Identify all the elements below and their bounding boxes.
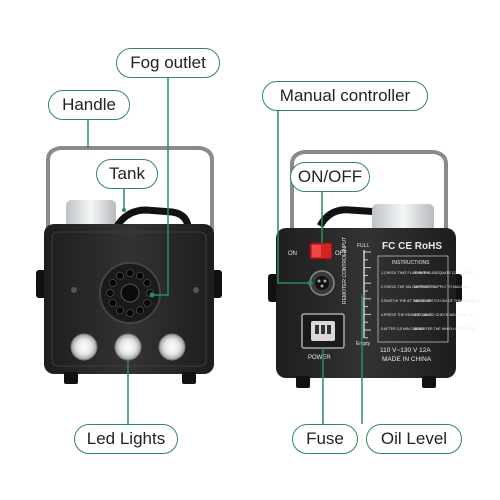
instruction-line: 1.CHECK THAT FLUID IN THE (381, 271, 431, 275)
instruction-line: BRIGHTER THE WHICH OPERATED. (414, 327, 475, 331)
manual-controller-input[interactable] (309, 270, 335, 296)
grille-hole (106, 288, 115, 297)
instruction-line: MAINS SWITCH ON OF THE MACHINE. (414, 299, 480, 303)
grille-hole (116, 271, 125, 280)
svg-text:Empty: Empty (356, 341, 371, 347)
oil-level-label: Oil Level (366, 424, 462, 454)
fuse-socket (301, 313, 345, 349)
instruction-line: 2.CHECK THE MA CORRECT TO (381, 285, 436, 289)
instructions-title: INSTRUCTIONS (392, 260, 430, 266)
instruction-line: 3.SWITCH THE AT THE REAR (381, 299, 431, 303)
manual-controller-label: Manual controller (262, 81, 428, 111)
back-handle (290, 150, 448, 232)
oil-level-gauge: FULL Empty (356, 243, 371, 347)
made-in-text: MADE IN CHINA (382, 356, 432, 363)
instruction-line: 5.AFTER 3-5 MIN CAN BE (381, 327, 425, 331)
svg-text:FULL: FULL (357, 243, 369, 249)
front-handle (46, 146, 214, 232)
switch-off-text: OFF (335, 251, 347, 257)
front-hose (112, 206, 192, 230)
grille-hole (108, 278, 117, 287)
on-off-label: ON/OFF (290, 162, 370, 192)
tank-label: Tank (96, 159, 158, 189)
back-machine: ON OFF REMOTER CONTROL INPUT POWER FULL (268, 150, 480, 388)
led-light (114, 333, 142, 361)
fog-outlet-grille (99, 262, 161, 324)
grille-hole (116, 306, 125, 315)
grille-hole (126, 308, 135, 317)
instruction-line: 4.PRESS THE REMOTE,LANDI (381, 313, 432, 317)
grille-hole (135, 271, 144, 280)
led-lights-label: Led Lights (74, 424, 178, 454)
led-light (158, 333, 186, 361)
fog-outlet-label: Fog outlet (116, 48, 220, 78)
certifications-text: FC CE RoHS (382, 241, 442, 252)
grille-hole (126, 268, 135, 277)
back-tank (372, 204, 434, 232)
voltage-text: 110 V~130 V 12A (380, 347, 431, 354)
grille-hole (143, 278, 152, 287)
front-machine (36, 146, 222, 384)
instruction-line: BUTTON TO CHECK WILL HEAT UP. (414, 313, 474, 317)
switch-on-text: ON (288, 251, 297, 257)
fuse-label: Fuse (292, 424, 358, 454)
remote-input-text: REMOTER CONTROL INPUT (342, 237, 348, 304)
handle-label: Handle (48, 90, 130, 120)
grille-hole (143, 298, 152, 307)
led-lights-group (70, 333, 186, 361)
front-tank (66, 200, 116, 228)
instruction-line: THERE IS ADEQUATE CONSUMED. (414, 271, 474, 275)
power-text: POWER (308, 355, 331, 361)
grille-hole (108, 298, 117, 307)
led-light (70, 333, 98, 361)
instruction-line: MATCHES SUPPLY TO MACHINE. (414, 285, 471, 289)
grille-hole (135, 306, 144, 315)
